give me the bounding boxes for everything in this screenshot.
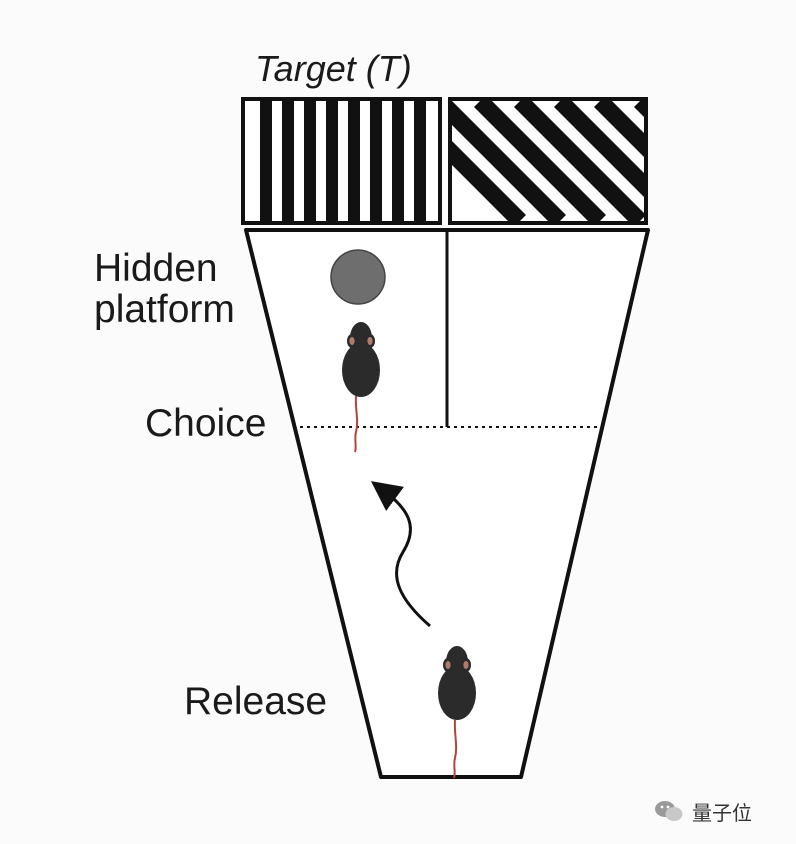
- label-choice: Choice: [145, 402, 267, 445]
- watermark: 量子位: [654, 796, 752, 826]
- wechat-icon: [655, 801, 683, 821]
- label-hidden: Hidden: [94, 247, 218, 290]
- target-stimulus-vertical-stripes: [241, 97, 442, 225]
- mouse-icon-choice: [342, 322, 380, 453]
- label-release: Release: [184, 680, 328, 723]
- wavy-path-arrow: [370, 481, 431, 628]
- label-platform: platform: [94, 288, 235, 331]
- mouse-icon-release: [438, 646, 476, 779]
- watermark-text: 量子位: [692, 802, 752, 825]
- hidden-platform: [330, 249, 386, 305]
- label-target: Target (T): [255, 48, 412, 89]
- distractor-stimulus-diagonal-stripes: [448, 97, 648, 225]
